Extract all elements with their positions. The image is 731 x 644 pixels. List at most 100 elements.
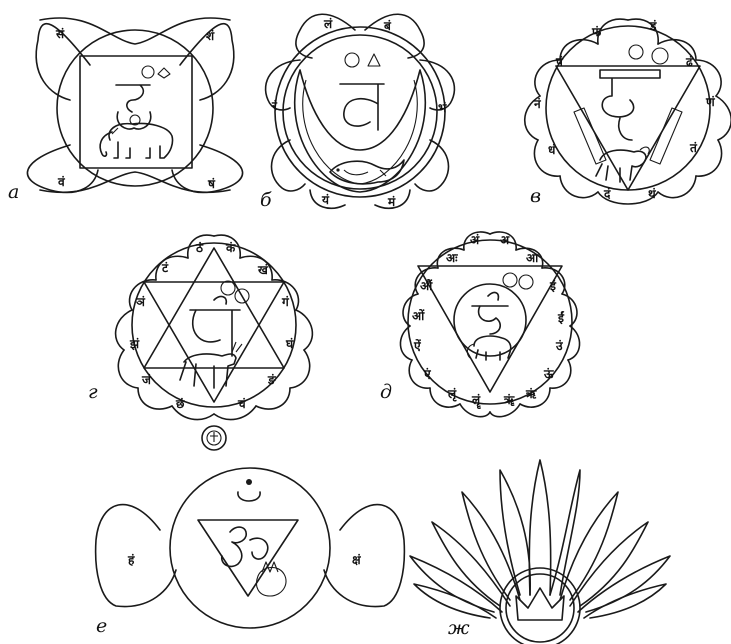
panel-e-triangle <box>198 520 298 596</box>
svg-text:शं: शं <box>206 29 215 43</box>
svg-text:ऊं: ऊं <box>543 367 554 381</box>
panel-b-makara-icon <box>330 160 404 184</box>
svg-text:ढं: ढं <box>685 55 694 69</box>
svg-text:धं: धं <box>548 143 556 157</box>
panel-g-pendant <box>202 426 226 450</box>
panel-label-b: б <box>260 189 272 211</box>
panel-d-vishuddha: अं अ अः आ औं इं ओं ईं ऐं उं एं ऊं लृं लॄ… <box>380 232 580 417</box>
svg-text:ऐं: ऐं <box>413 339 422 353</box>
panel-label-v: в <box>530 185 541 207</box>
svg-text:उं: उं <box>555 339 563 353</box>
svg-text:फं: फं <box>591 25 602 39</box>
svg-text:अं: अं <box>470 233 480 247</box>
svg-text:डं: डं <box>649 19 657 33</box>
svg-text:षं: षं <box>207 177 216 191</box>
svg-text:ऋं: ऋं <box>525 387 537 401</box>
panel-d-petals <box>400 232 579 417</box>
svg-text:तं: तं <box>689 141 698 155</box>
panel-b-petals <box>266 14 455 208</box>
svg-text:ठं: ठं <box>195 241 204 255</box>
panel-v-manipura: फं डं पं ढं नं णं धं तं दं थं в <box>525 19 731 207</box>
svg-text:जं: जं <box>141 373 152 387</box>
panel-v-deity-icons <box>629 45 668 64</box>
panel-a-bija-mantra <box>116 85 151 129</box>
svg-text:रं: रं <box>271 99 278 113</box>
svg-text:चं: चं <box>237 397 247 411</box>
svg-text:नं: नं <box>533 97 542 111</box>
svg-text:छं: छं <box>175 397 185 411</box>
panel-zh-lotus-petals <box>410 460 670 618</box>
panel-e-ajna: हं क्षं е <box>96 468 405 637</box>
panel-b-crescent-inner <box>303 80 418 184</box>
svg-text:इं: इं <box>549 279 557 293</box>
panel-d-deity-icons <box>503 273 533 289</box>
svg-text:लं: लं <box>323 17 333 31</box>
svg-text:टं: टं <box>161 261 169 275</box>
panel-b-petal-syllables: लं बं रं भं यं मं <box>271 17 447 209</box>
panel-g-anahata: ठं कं टं खं ञं गं झं घं जं ङं छं चं г <box>88 235 312 450</box>
svg-text:ङं: ङं <box>267 373 277 387</box>
panel-v-petal-syllables: फं डं पं ढं नं णं धं तं दं थं <box>533 19 716 201</box>
panel-v-ram-icon <box>596 147 649 182</box>
svg-text:हं: हं <box>127 553 135 567</box>
panel-b-bija-mantra <box>340 84 384 130</box>
panel-label-g: г <box>88 381 98 403</box>
panel-zh-outer-circle <box>500 568 580 644</box>
panel-d-bija-mantra <box>472 293 508 334</box>
panel-v-petals <box>525 19 731 204</box>
svg-text:कं: कं <box>225 241 236 255</box>
panel-a-petals <box>27 18 242 192</box>
panel-g-antelope-icon <box>180 342 242 388</box>
panel-e-om-glyph <box>222 527 268 566</box>
svg-text:गं: गं <box>281 295 290 309</box>
panel-e-om-bindu <box>238 479 260 501</box>
panel-v-svastika-bars <box>574 108 682 164</box>
svg-text:सं: सं <box>55 27 65 41</box>
panel-a-deity-icons <box>142 66 170 78</box>
svg-text:आ: आ <box>526 251 539 265</box>
panel-label-d: д <box>380 381 392 403</box>
panel-zh-sahasrara: ж <box>410 460 670 644</box>
svg-text:णं: णं <box>705 95 716 109</box>
svg-text:अः: अः <box>446 251 458 265</box>
svg-text:बं: बं <box>383 19 392 33</box>
svg-text:थं: थं <box>648 187 657 201</box>
panel-v-triangle <box>556 66 700 190</box>
svg-text:मं: मं <box>387 195 396 209</box>
panel-g-petals <box>116 235 313 419</box>
svg-text:झं: झं <box>129 337 140 351</box>
svg-text:लॄं: लॄं <box>471 393 481 409</box>
svg-text:खं: खं <box>257 263 269 277</box>
panel-label-zh: ж <box>448 617 470 639</box>
panel-v-bija-mantra <box>600 70 660 140</box>
panel-e-deity-icon <box>257 562 287 596</box>
panel-label-a: а <box>8 181 19 203</box>
panel-zh-crown-icon <box>516 588 564 620</box>
svg-text:लृं: लृं <box>447 387 457 402</box>
panel-d-triangle <box>418 266 562 392</box>
panel-v-circle <box>546 26 710 190</box>
panel-a-square <box>80 56 192 168</box>
panel-e-petal-syllables: हं क्षं <box>127 553 362 567</box>
panel-b-inner-circle <box>283 35 437 189</box>
panel-a-muladhara: सं शं वं षं а <box>8 18 243 203</box>
panel-b-deity-icons <box>345 53 380 67</box>
svg-text:वं: वं <box>57 175 66 189</box>
svg-text:पं: पं <box>555 55 564 69</box>
svg-text:ओं: ओं <box>412 309 425 323</box>
svg-text:ईं: ईं <box>557 311 565 325</box>
panel-b-svadhisthana: लं बं रं भं यं मं б <box>260 14 454 211</box>
svg-text:अ: अ <box>500 233 510 247</box>
panel-g-bija-mantra <box>190 297 240 356</box>
svg-text:ॠं: ॠं <box>503 393 515 407</box>
svg-text:दं: दं <box>603 187 611 201</box>
svg-text:क्षं: क्षं <box>352 553 362 567</box>
panel-e-circle <box>170 468 330 628</box>
svg-text:भं: भं <box>438 101 447 115</box>
svg-text:यं: यं <box>321 193 330 207</box>
panel-label-e: е <box>96 615 107 637</box>
svg-text:औं: औं <box>420 279 433 293</box>
svg-text:घं: घं <box>285 337 294 351</box>
svg-text:ञं: ञं <box>135 295 146 309</box>
